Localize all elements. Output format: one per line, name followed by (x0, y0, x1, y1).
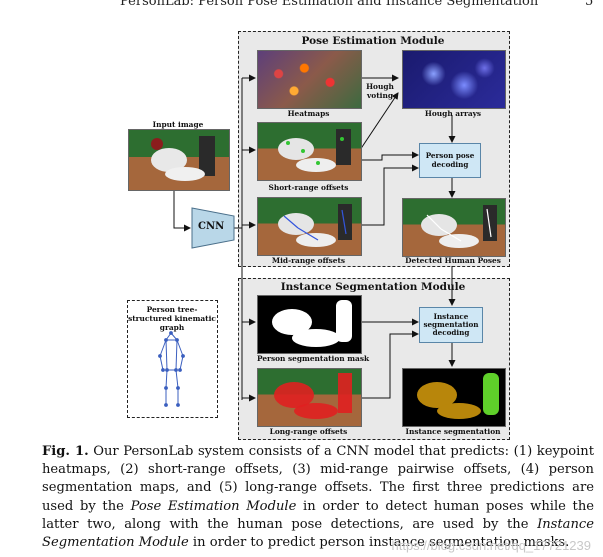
cnn-label: CNN (198, 221, 225, 232)
long-range-offsets-label: Long-range offsets (269, 427, 348, 436)
kinematic-graph-label: Person tree-structured kinematic graph (128, 305, 216, 332)
page-number: 5 (585, 0, 594, 9)
heatmaps-image (257, 50, 362, 109)
short-range-offsets-label: Short-range offsets (268, 183, 349, 192)
input-image-label: Input image (152, 120, 204, 129)
caption-fig-label: Fig. 1. (42, 444, 89, 459)
instance-module-title: Instance Segmentation Module (280, 281, 466, 293)
input-image (128, 129, 230, 191)
instance-segmentation-label: Instance segmentation (405, 427, 501, 436)
segmentation-mask-label: Person segmentation mask (257, 354, 370, 363)
caption-emphasis-pose-module: Pose Estimation Module (130, 498, 297, 514)
page-header-title: PersonLab: Person Pose Estimation and In… (120, 0, 539, 9)
person-pose-decoding-box: Person pose decoding (419, 143, 481, 178)
kinematic-graph-box (127, 300, 218, 418)
short-range-offsets-image (257, 122, 362, 181)
caption-text-2: in order to detect human poses while the… (42, 498, 595, 532)
detected-poses-image (402, 198, 506, 257)
mid-range-offsets-label: Mid-range offsets (271, 256, 346, 265)
caption-text-3: in order to predict person instance segm… (188, 535, 570, 551)
person-pose-decoding-label: Person pose decoding (425, 151, 475, 169)
detected-poses-label: Detected Human Poses (405, 256, 501, 265)
hough-voting-label: Hough voting (366, 82, 394, 100)
segmentation-mask-image (257, 295, 362, 354)
pose-module-title: Pose Estimation Module (301, 35, 445, 47)
watermark: https://blog.csdn.net/qq_17721239 (391, 538, 592, 553)
hough-arrays-label: Hough arrays (424, 109, 482, 118)
mid-range-offsets-image (257, 197, 362, 256)
caption-text-1: Our PersonLab system consists of a CNN m… (42, 444, 594, 514)
instance-decoding-box: Instance segmentation decoding (419, 307, 483, 343)
figure-connectors (158, 74, 456, 407)
figure: Pose Estimation Module Instance Segmenta… (127, 31, 510, 440)
hough-arrays-image (402, 50, 506, 109)
long-range-offsets-image (257, 368, 362, 427)
caption-emphasis-instance-module: Instance Segmentation Module (42, 516, 594, 551)
heatmaps-label: Heatmaps (287, 109, 330, 118)
instance-decoding-label: Instance segmentation decoding (423, 311, 479, 338)
figure-caption: Fig. 1. Our PersonLab system consists of… (42, 443, 594, 552)
instance-segmentation-image (402, 368, 506, 427)
